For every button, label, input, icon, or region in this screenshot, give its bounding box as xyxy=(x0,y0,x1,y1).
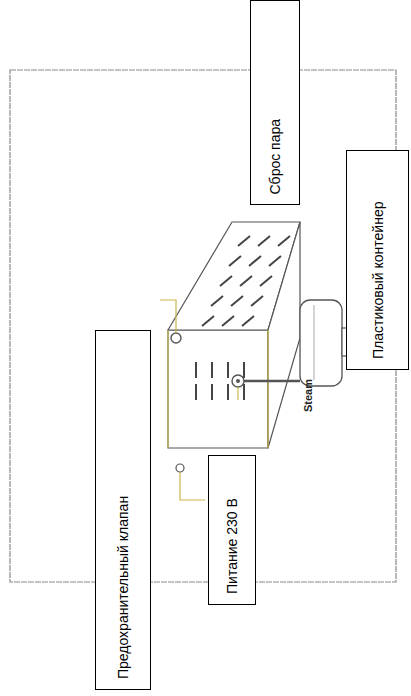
steam-outlet xyxy=(232,375,244,387)
generator-body xyxy=(168,222,300,448)
steam-outlet-core xyxy=(236,379,240,383)
callout-box: Питание 230 В xyxy=(208,455,256,605)
callout-box: Сброс пара xyxy=(250,0,300,205)
steam-pipe xyxy=(244,380,300,383)
power-cable xyxy=(180,472,205,500)
illustration-label: Steam xyxy=(302,379,314,412)
callout-text: Сброс пара xyxy=(267,11,284,194)
wall-frame xyxy=(10,70,396,582)
container-seam xyxy=(314,305,315,380)
outlet-line xyxy=(237,387,238,400)
power-fitting xyxy=(176,464,184,472)
callout-text: Пластиковый контейнер xyxy=(369,161,386,359)
callout-box: Предохранительный клапан xyxy=(95,330,151,690)
valve-fitting xyxy=(171,333,181,343)
valve-line xyxy=(160,300,176,333)
plastic-container xyxy=(300,300,342,386)
vent-slots xyxy=(196,236,290,400)
callout-text: Питание 230 В xyxy=(224,466,241,594)
callout-text: Предохранительный клапан xyxy=(115,341,132,679)
callout-box: Пластиковый контейнер xyxy=(346,150,409,370)
